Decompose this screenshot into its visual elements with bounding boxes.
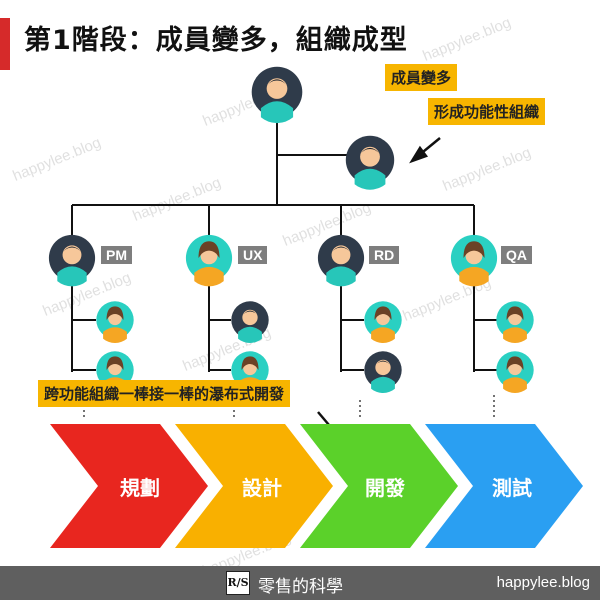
phase-label-develop: 開發 <box>365 476 405 500</box>
role-tag-rd: RD <box>369 246 400 264</box>
callout-waterfall: 跨功能組織一棒接一棒的瀑布式開發 <box>38 380 291 407</box>
phase-chevron-design <box>175 424 333 548</box>
footer-bar: R/S 零售的科學 happylee.blog <box>0 566 600 600</box>
phase-chevron-develop <box>300 424 458 548</box>
role-tag-qa: QA <box>501 246 532 264</box>
team-member-avatar <box>364 301 402 343</box>
second-manager-avatar <box>345 135 395 190</box>
pm-lead-avatar <box>48 234 96 287</box>
phase-label-plan: 規劃 <box>120 476 160 500</box>
rd-lead-avatar <box>317 234 365 287</box>
phase-chevrons <box>50 424 583 548</box>
team-member-avatar <box>231 301 269 343</box>
callout-members-grow: 成員變多 <box>385 64 458 91</box>
callout-functional-org: 形成功能性組織 <box>428 98 546 125</box>
brand-name: 零售的科學 <box>258 577 343 597</box>
phase-chevron-test <box>425 424 583 548</box>
team-member-avatar <box>496 301 534 343</box>
page-title: 第1階段：成員變多，組織成型 <box>24 25 408 56</box>
footer-site: happylee.blog <box>496 574 590 591</box>
qa-lead-avatar <box>450 234 498 287</box>
phase-chevron-plan <box>50 424 208 548</box>
team-member-avatar <box>96 301 134 343</box>
top-manager-avatar <box>251 66 303 124</box>
role-tag-ux: UX <box>238 246 268 264</box>
phase-label-design: 設計 <box>242 476 282 500</box>
team-member-avatar <box>496 351 534 393</box>
brand-logo: R/S <box>226 571 250 595</box>
title-accent-bar <box>0 18 10 70</box>
org-connectors <box>71 118 498 372</box>
role-tag-pm: PM <box>101 246 132 264</box>
ux-lead-avatar <box>185 234 233 287</box>
team-member-avatar <box>364 351 402 393</box>
phase-label-test: 測試 <box>492 476 532 500</box>
dotted-arrows <box>83 395 495 420</box>
callout-arrow-top <box>409 137 441 164</box>
